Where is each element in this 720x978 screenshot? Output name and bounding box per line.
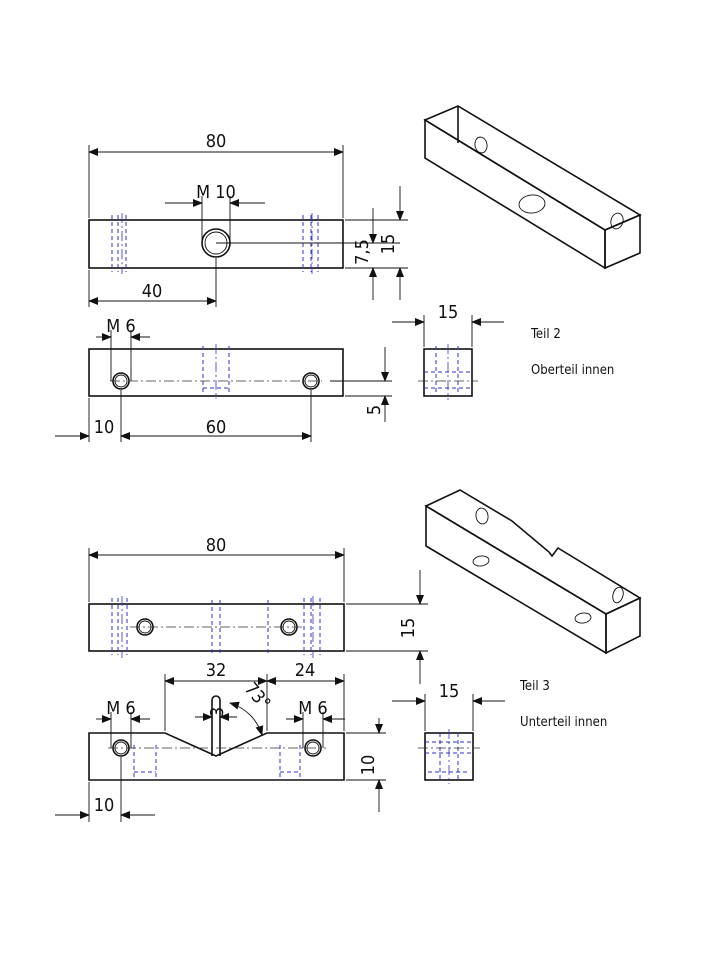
part2-isometric-view xyxy=(423,105,642,270)
p2-dim-spacing: 60 xyxy=(206,417,227,438)
p2-dim-height: 15 xyxy=(378,234,399,255)
p3-dim-width-side: 15 xyxy=(439,681,460,702)
part3-label: Teil 3 xyxy=(519,679,550,694)
part2-label: Teil 2 xyxy=(530,327,561,342)
part2-front-view: M 6 10 60 5 xyxy=(55,316,392,442)
p2-dim-offset: 7,5 xyxy=(352,239,373,265)
part2-top-view: 80 M 10 40 7,5 15 xyxy=(88,131,408,307)
p2-dim-thread-top: M 10 xyxy=(196,182,236,203)
p3-dim-right-width: 24 xyxy=(295,660,316,681)
part2-side-view: 15 xyxy=(392,302,504,400)
p3-dim-length: 80 xyxy=(206,535,227,556)
part3-front-view: 32 24 73° 3 M 6 M 6 10 10 xyxy=(55,660,386,822)
p3-dim-edge: 10 xyxy=(94,795,115,816)
p2-dim-thread-front: M 6 xyxy=(106,316,135,337)
p3-dim-height-top: 15 xyxy=(398,618,419,639)
part3-top-view: 80 15 xyxy=(88,535,428,684)
part3-side-view: 15 xyxy=(392,681,505,784)
p3-dim-height-front: 10 xyxy=(358,755,379,776)
part3-description: Unterteil innen xyxy=(520,715,607,730)
p3-dim-thread-left: M 6 xyxy=(106,698,135,719)
p3-dim-thread-right: M 6 xyxy=(298,698,327,719)
p2-dim-length: 80 xyxy=(206,131,227,152)
p3-dim-notch-width: 32 xyxy=(206,660,227,681)
p3-dim-slot: 3 xyxy=(207,707,228,717)
p2-dim-width-side: 15 xyxy=(438,302,459,323)
p2-dim-edge: 10 xyxy=(94,417,115,438)
p2-dim-hole-height: 5 xyxy=(364,405,385,415)
p3-dim-angle: 73° xyxy=(240,679,275,714)
part2-description: Oberteil innen xyxy=(531,363,614,378)
part3-isometric-view xyxy=(424,489,642,655)
p2-dim-half: 40 xyxy=(142,281,163,302)
